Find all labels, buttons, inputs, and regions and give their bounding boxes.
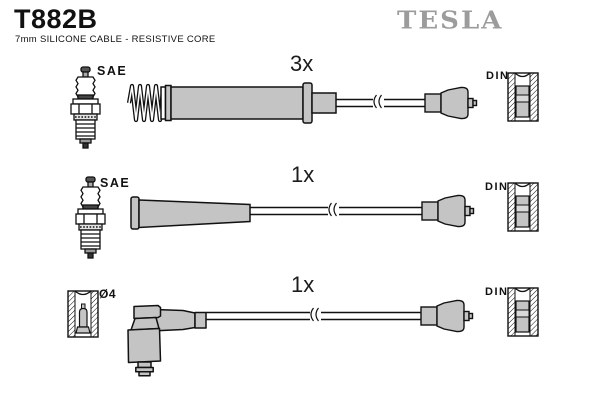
cable-wire xyxy=(250,202,422,217)
din-label-row3: DIN xyxy=(485,286,509,298)
sae-label-row1: SAE xyxy=(97,64,128,78)
din-connector xyxy=(420,299,474,333)
din-connector xyxy=(424,86,478,120)
din-connector xyxy=(421,194,475,228)
cable-description: 7mm SILICONE CABLE - RESISTIVE CORE xyxy=(15,34,216,45)
cable-wire xyxy=(336,94,425,109)
quantity-label-row2: 1x xyxy=(291,162,315,187)
sae-label-row2: SAE xyxy=(100,176,131,190)
cable-boot xyxy=(130,196,251,230)
row3-cable xyxy=(67,287,539,377)
cable-boot xyxy=(160,82,337,124)
wire-break-icon xyxy=(373,94,382,109)
quantity-label-row3: 1x xyxy=(291,272,315,297)
page-title: T882B xyxy=(14,4,98,34)
din-label-row2: DIN xyxy=(485,181,509,193)
cable-wire xyxy=(206,307,421,322)
quantity-label-row1: 3x xyxy=(290,51,314,76)
wire-break-icon xyxy=(310,307,319,322)
diameter-label-row3: Ø4 xyxy=(99,287,117,301)
din-boot-cross-section-icon xyxy=(507,72,539,122)
brand-logo: TESLA xyxy=(397,6,504,36)
socket-cross-section-icon xyxy=(67,290,99,338)
din-boot-cross-section-icon xyxy=(507,287,539,337)
row2-cable xyxy=(75,176,539,259)
din-label-row1: DIN xyxy=(486,70,510,82)
wire-break-icon xyxy=(328,202,337,217)
elbow-boot xyxy=(127,304,207,377)
spark-plug-icon xyxy=(70,66,101,149)
din-boot-cross-section-icon xyxy=(507,182,539,232)
row1-cable xyxy=(70,66,539,149)
